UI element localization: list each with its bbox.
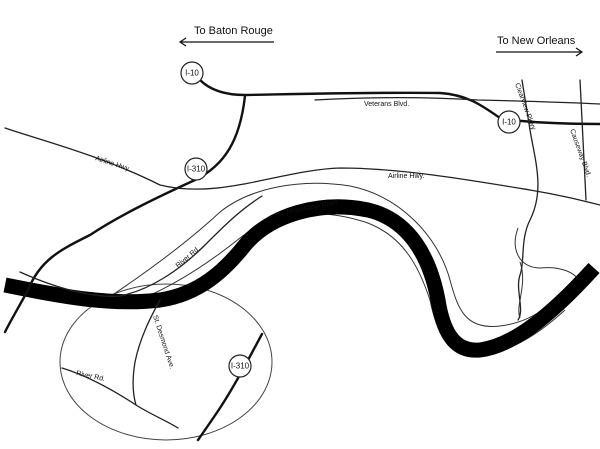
i310-highway: [3, 94, 247, 334]
inset-oval: [59, 283, 273, 441]
i310-north-label: I-310: [187, 165, 206, 174]
direction-west-label: To Baton Rouge: [194, 25, 273, 37]
i10-east-shield: I-10: [497, 110, 521, 134]
arrow-west-icon: [178, 37, 274, 47]
causeway-blvd-label: Causeway Blvd.: [568, 128, 592, 178]
i310-south-shield: I-310: [228, 354, 252, 378]
i310-south-label: I-310: [231, 362, 250, 371]
direction-west: To Baton Rouge: [178, 25, 274, 47]
airline-hwy-label-east: Airline Hwy.: [388, 173, 424, 180]
direction-east-label: To New Orleans: [497, 35, 576, 47]
i10-highway: [198, 78, 600, 126]
airline-hwy-label-west: Airline Hwy.: [94, 155, 131, 173]
i10-west-label: I-10: [185, 69, 199, 78]
st-desmond-ave-label: St. Desmond Ave.: [151, 314, 175, 369]
causeway-blvd: [579, 79, 587, 201]
st-desmond-ave: [132, 299, 161, 406]
river-rd-south: [61, 367, 179, 429]
airline-hwy: [4, 127, 600, 206]
veterans-blvd: [314, 97, 600, 105]
arrow-east-icon: [496, 47, 584, 57]
mississippi-river: [3, 199, 600, 358]
river-bank-east-loop: [514, 227, 581, 283]
i10-east-label: I-10: [502, 118, 516, 127]
river-rd-north: [19, 195, 263, 297]
clearview-pkwy: [517, 79, 539, 321]
direction-east: To New Orleans: [496, 35, 584, 57]
river-rd-north-label: River Rd.: [175, 245, 202, 269]
i310-inset-highway: [196, 332, 264, 442]
i310-north-shield: I-310: [184, 157, 208, 181]
veterans-blvd-label: Veterans Blvd.: [364, 101, 409, 108]
river-rd-south-label: River Rd.: [76, 370, 106, 383]
i10-west-shield: I-10: [180, 61, 204, 85]
river-north-bank: [104, 182, 586, 327]
